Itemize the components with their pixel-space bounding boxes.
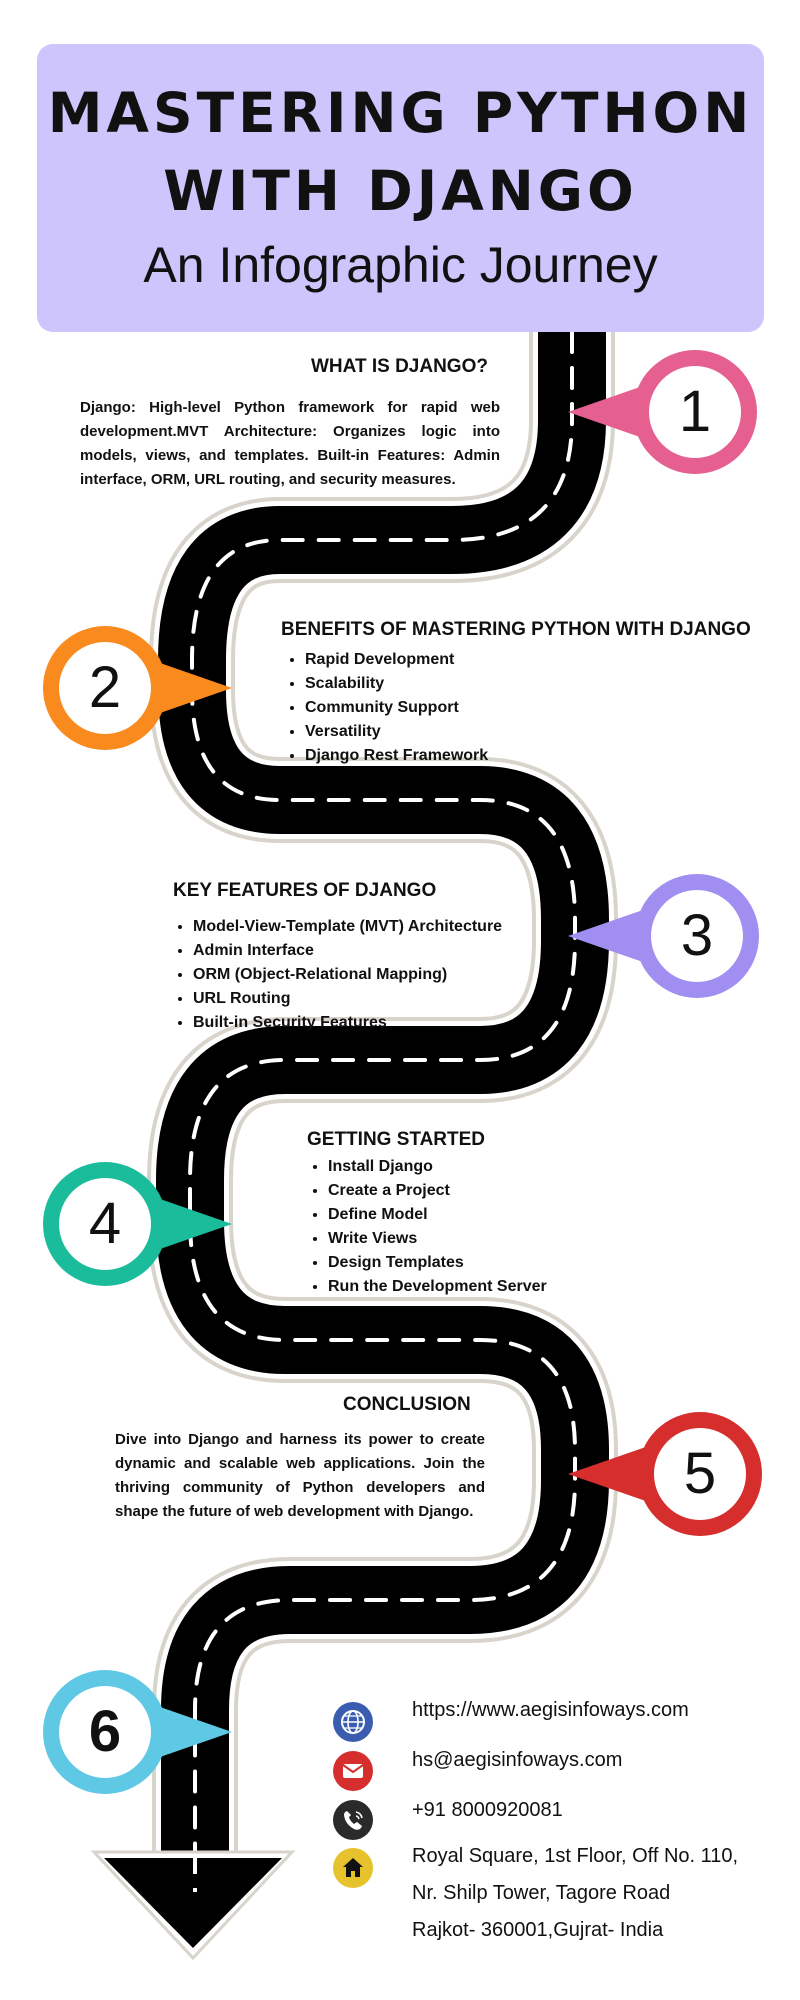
subtitle: An Infographic Journey: [143, 237, 658, 293]
list-item: Built-in Security Features: [193, 1011, 502, 1035]
list-item: Design Templates: [328, 1251, 547, 1275]
pin-number-3: 3: [680, 903, 714, 968]
pin-1: [568, 350, 757, 474]
address-line-3: Rajkot- 360001,Gujrat- India: [412, 1919, 664, 1941]
website-link[interactable]: https://www.aegisinfoways.com: [412, 1699, 689, 1721]
address-line-1: Royal Square, 1st Floor, Off No. 110,: [412, 1845, 739, 1867]
list-item: URL Routing: [193, 987, 502, 1011]
section-3-list: Model-View-Template (MVT) Architecture A…: [171, 915, 502, 1035]
list-item: Community Support: [305, 696, 488, 720]
phone-number: +91 8000920081: [412, 1799, 563, 1821]
section-3-heading: KEY FEATURES OF DJANGO: [173, 880, 437, 901]
pin-3: [568, 874, 759, 998]
section-2-list: Rapid Development Scalability Community …: [283, 648, 488, 768]
pin-number-2: 2: [88, 655, 122, 720]
header-banner: MASTERING PYTHON WITH DJANGO An Infograp…: [37, 44, 764, 332]
title-line-1: MASTERING PYTHON: [47, 81, 754, 145]
phone-icon: [333, 1800, 373, 1840]
list-item: Versatility: [305, 720, 488, 744]
list-item: Create a Project: [328, 1179, 547, 1203]
pin-number-6: 6: [88, 1699, 122, 1764]
list-item: Install Django: [328, 1155, 547, 1179]
pin-2: [43, 626, 232, 750]
list-item: Write Views: [328, 1227, 547, 1251]
title-line-2: WITH DJANGO: [163, 159, 638, 223]
address-line-2: Nr. Shilp Tower, Tagore Road: [412, 1882, 671, 1904]
list-item: Define Model: [328, 1203, 547, 1227]
list-item: Run the Development Server: [328, 1275, 547, 1299]
mail-icon: [333, 1751, 373, 1791]
list-item: Django Rest Framework: [305, 744, 488, 768]
section-1-heading: WHAT IS DJANGO?: [311, 356, 488, 377]
pin-number-5: 5: [683, 1441, 717, 1506]
pin-4: [43, 1162, 232, 1286]
section-5-heading: CONCLUSION: [343, 1394, 471, 1415]
pin-6: [43, 1670, 232, 1794]
list-item: Rapid Development: [305, 648, 488, 672]
section-1-text: Django: High-level Python framework for …: [80, 399, 500, 488]
home-icon: [333, 1848, 373, 1888]
pin-number-4: 4: [88, 1191, 122, 1256]
list-item: Admin Interface: [193, 939, 502, 963]
list-item: Scalability: [305, 672, 488, 696]
section-4-heading: GETTING STARTED: [307, 1129, 486, 1150]
section-2-heading: BENEFITS OF MASTERING PYTHON WITH DJANGO: [281, 619, 751, 640]
list-item: Model-View-Template (MVT) Architecture: [193, 915, 502, 939]
list-item: ORM (Object-Relational Mapping): [193, 963, 502, 987]
email-link[interactable]: hs@aegisinfoways.com: [412, 1749, 623, 1771]
address: Royal Square, 1st Floor, Off No. 110, Nr…: [412, 1838, 738, 1949]
road-path: [147, 330, 618, 1892]
pin-5: [568, 1412, 762, 1536]
road-arrowhead: [90, 1850, 296, 1961]
section-5-text: Dive into Django and harness its power t…: [115, 1431, 485, 1520]
pin-number-1: 1: [678, 379, 712, 444]
globe-icon: [333, 1702, 373, 1742]
section-4-list: Install Django Create a Project Define M…: [306, 1155, 547, 1299]
